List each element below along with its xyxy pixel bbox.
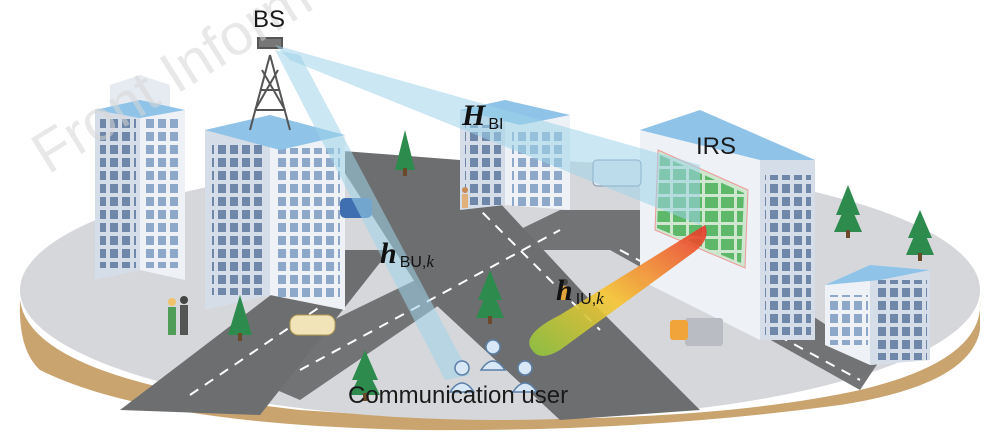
beam-bs-to-user	[275, 50, 470, 380]
channel-subscript: BI	[488, 116, 504, 133]
channel-subscript-index: k	[596, 289, 604, 308]
channel-symbol: H	[462, 99, 486, 132]
trees	[228, 130, 934, 401]
building-center-left	[205, 115, 345, 310]
irs-label: IRS	[696, 133, 737, 160]
channel-symbol: h	[556, 274, 573, 307]
channel-subscript-text: BU,	[399, 254, 427, 271]
beam-bs-to-irs	[275, 45, 700, 225]
building-right-small	[825, 265, 930, 365]
building-tall-left	[95, 75, 185, 280]
base-station-tower	[249, 37, 291, 131]
channel-subscript-index: k	[426, 252, 434, 271]
beam-irs-to-user	[529, 225, 707, 356]
channel-subscript: BU,k	[399, 252, 434, 271]
channel-symbol: h	[380, 237, 397, 270]
bs-label: BS	[253, 6, 286, 33]
channel-subscript-text: IU,	[575, 291, 597, 308]
channel-subscript: IU,k	[575, 289, 604, 308]
communication-user-label: Communication user	[348, 382, 569, 409]
communication-user-icons	[448, 339, 539, 393]
pedestrians	[168, 187, 568, 335]
